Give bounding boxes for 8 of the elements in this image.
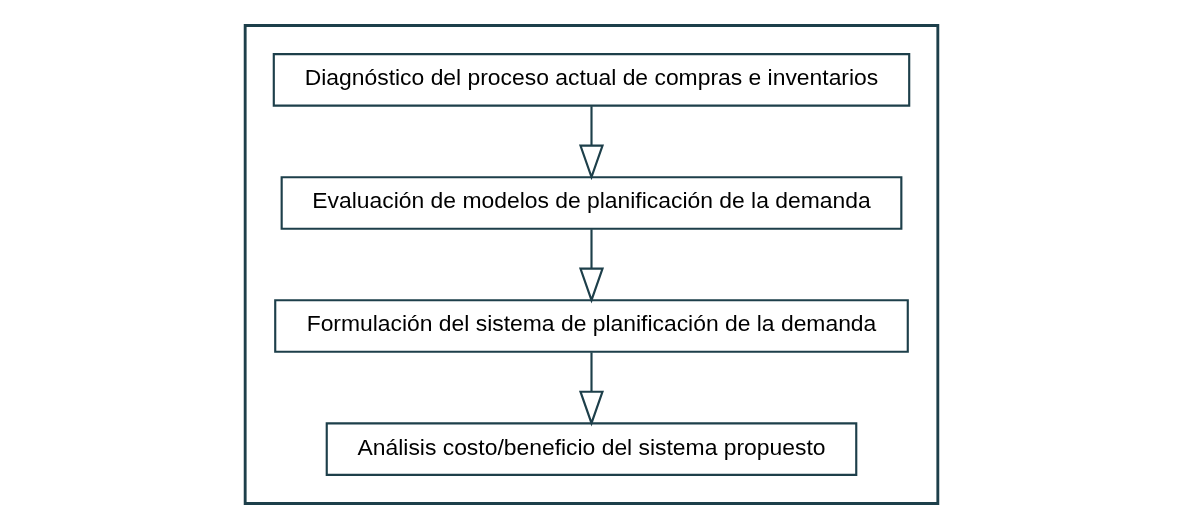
cluster bbox=[243, 24, 940, 505]
node-box: Formulación del sistema de planificación de la demanda bbox=[274, 299, 909, 353]
node-box: Diagnóstico del proceso actual de compras e inventarios bbox=[272, 53, 911, 107]
node-box: Evaluación de modelos de planificación de la demanda bbox=[280, 176, 903, 230]
arrow bbox=[578, 229, 605, 304]
arrow bbox=[578, 106, 605, 181]
arrow bbox=[578, 352, 605, 427]
node-box: Análisis costo/beneficio del sistema propuesto bbox=[325, 422, 858, 476]
